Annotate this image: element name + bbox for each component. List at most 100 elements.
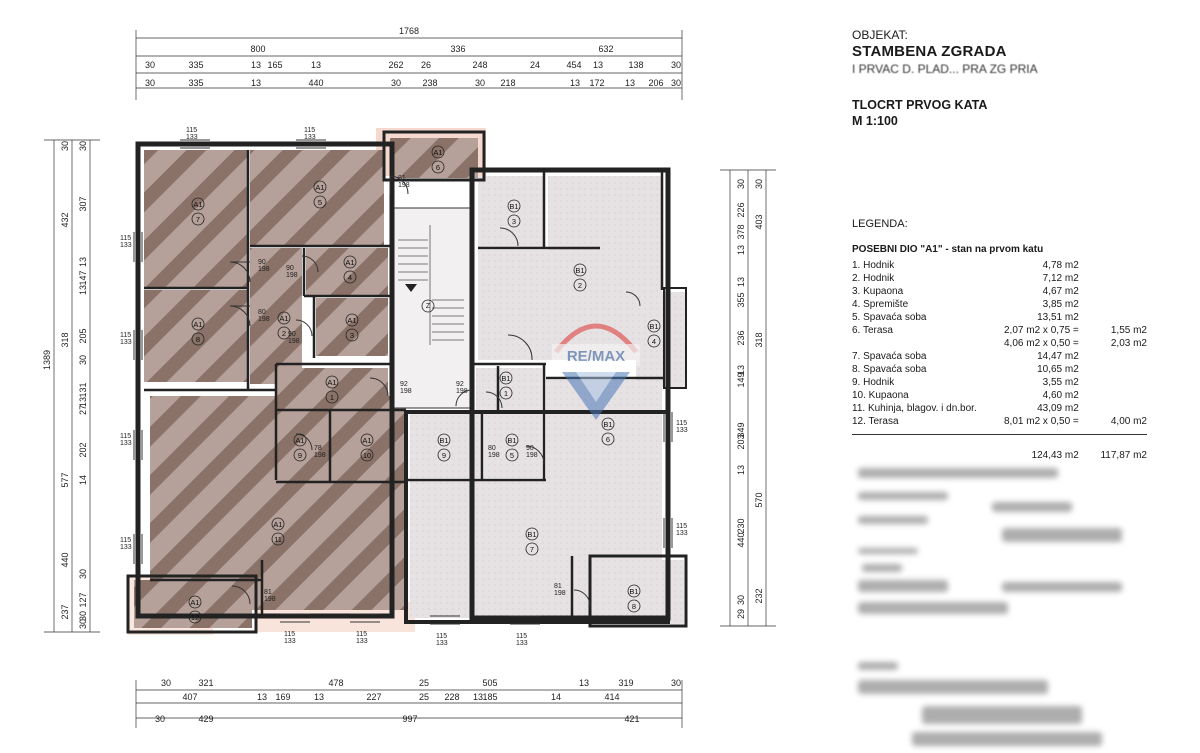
legend-room-area: 43,09 m2 [1037,403,1079,414]
dimension-value: 169 [275,692,290,702]
room-number-circle [573,278,587,292]
dimension-value: 30 [155,714,165,724]
room-unit-label: A1 [347,316,356,325]
dimension-value: 319 [618,678,633,688]
legend-room-area: 4,06 m2 x 0,50 = [1004,338,1079,349]
legend-row: 4,06 m2 x 0,50 = 2,03 m2 [852,337,1147,350]
blurred-overlay-region [852,462,1152,753]
dimension-value: 30 [78,611,88,621]
room-marker-circle [271,517,285,531]
room-unit-label: B1 [527,530,536,539]
dimension-value: 202 [78,442,88,457]
legend-room-area: 4,78 m2 [1042,260,1079,271]
legend-total-gross: 124,43 m2 [1031,450,1079,461]
window-height: 133 [120,440,132,447]
room-number-label: 1 [504,389,508,398]
remax-text: RE/MAX [567,348,625,365]
room-number-label: 6 [606,435,610,444]
legend-room-area: 4,60 m2 [1042,390,1079,401]
room-number-label: 1 [330,393,334,402]
room-unit-label: A1 [345,258,354,267]
dimension-value: 30 [145,60,155,70]
dimension-value: 203 [736,434,746,449]
window-height: 133 [284,638,296,645]
dimension-value: 632 [598,44,613,54]
dimension-value: 238 [422,78,437,88]
dimension-value: 454 [566,60,581,70]
room-number-circle [188,610,202,624]
dimension-value: 248 [472,60,487,70]
room-number-label: 5 [318,198,322,207]
room-number-label: 9 [298,451,302,460]
room-number-label: 3 [512,217,516,226]
legend-room-extra [1079,272,1147,285]
dimension-value: 800 [250,44,265,54]
dimension-value: 13 [473,692,483,702]
room-marker-circle [345,313,359,327]
dimension-value: 30 [754,179,764,189]
dimension-value: 30 [671,60,681,70]
plan-title: TLOCRT PRVOG KATA [852,98,988,112]
dimension-value: 318 [60,332,70,347]
room-unit-label: A1 [190,598,199,607]
room-unit-label: A1 [193,320,202,329]
dimension-value: 30 [671,678,681,688]
dimension-value: 30 [161,678,171,688]
room-marker-circle [499,371,513,385]
dimension-value: 13 [579,678,589,688]
room-number-circle [647,334,661,348]
room-number-circle [345,328,359,342]
legend-total-net: 117,87 m2 [1100,450,1147,461]
room-number-label: 6 [436,163,440,172]
dimension-value: 429 [198,714,213,724]
dimension-value: 414 [604,692,619,702]
room-number-circle [525,542,539,556]
dimension-value: 13 [570,78,580,88]
room-number-label: 9 [442,451,446,460]
room-marker-circle [601,417,615,431]
room-unit-label: B1 [603,420,612,429]
legend-room-name: 7. Spavaća soba [852,351,927,362]
dimension-value: 378 [736,224,746,239]
window-height: 133 [676,530,688,537]
dimension-value: 30 [60,141,70,151]
dimension-value: 349 [736,422,746,437]
room-unit-label: B1 [575,266,584,275]
legend-row: 11. Kuhinja, blagov. i dn.bor.43,09 m2 [852,402,1147,415]
dimension-value: 13 [78,257,88,267]
stair-label: Z [426,303,431,310]
window-height: 133 [120,544,132,551]
dimension-value: 25 [419,692,429,702]
object-name: STAMBENA ZGRADA [852,43,1007,60]
legend-room-area: 14,47 m2 [1037,351,1079,362]
room-number-label: 8 [196,335,200,344]
room-number-circle [325,390,339,404]
room-number-label: 5 [510,451,514,460]
room-number-label: 8 [632,602,636,611]
window-width: 115 [356,631,367,638]
dimension-value: 30 [78,141,88,151]
room-unit-label: A1 [327,378,336,387]
dimension-value: 30 [78,355,88,365]
legend-room-name: 1. Hodnik [852,260,895,271]
window-height: 133 [516,640,528,647]
room-number-circle [507,214,521,228]
room-number-label: 7 [530,545,534,554]
window-height: 133 [120,242,132,249]
window-width: 115 [120,433,131,440]
legend-room-extra: 2,03 m2 [1110,338,1147,349]
